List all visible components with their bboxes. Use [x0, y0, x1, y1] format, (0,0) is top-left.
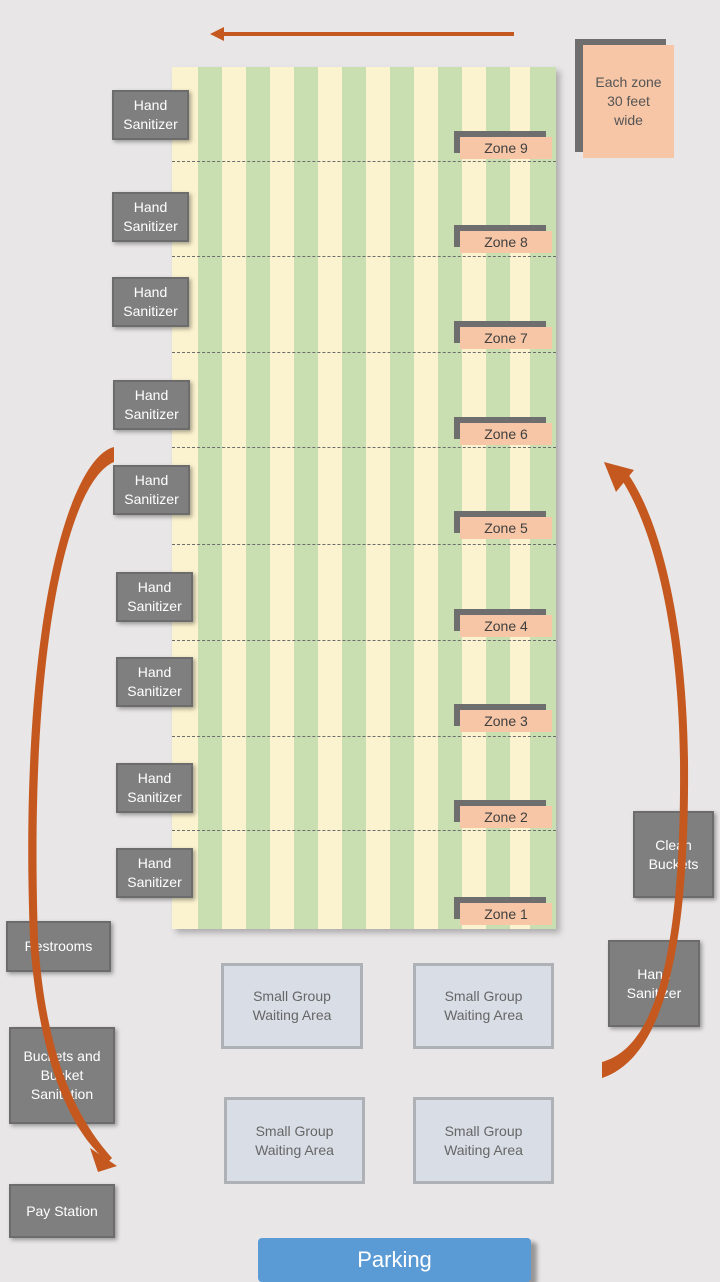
zone-4-label: Zone 4: [460, 615, 552, 637]
waiting-area: Small Group Waiting Area: [413, 1097, 554, 1184]
zone-5-label: Zone 5: [460, 517, 552, 539]
top-direction-arrow: [210, 27, 514, 41]
hand-sanitizer-station: Hand Sanitizer: [116, 657, 193, 707]
left-flow-arrow: [28, 447, 117, 1172]
hand-sanitizer-station: Hand Sanitizer: [116, 572, 193, 622]
zone-divider: [172, 736, 556, 737]
hand-sanitizer-station: Hand Sanitizer: [112, 192, 189, 242]
hand-sanitizer-station: Hand Sanitizer: [113, 465, 190, 515]
parking: Parking: [258, 1238, 531, 1282]
zone-3-label: Zone 3: [460, 710, 552, 732]
waiting-area: Small Group Waiting Area: [413, 963, 554, 1049]
zone-2-label: Zone 2: [460, 806, 552, 828]
zone-divider: [172, 830, 556, 831]
restrooms: Restrooms: [6, 921, 111, 972]
zone-divider: [172, 544, 556, 545]
zone-divider: [172, 256, 556, 257]
waiting-area: Small Group Waiting Area: [224, 1097, 365, 1184]
zone-9-label: Zone 9: [460, 137, 552, 159]
pay-station: Pay Station: [9, 1184, 115, 1238]
hand-sanitizer-station: Hand Sanitizer: [112, 90, 189, 140]
zone-1-label: Zone 1: [460, 903, 552, 925]
zone-divider: [172, 640, 556, 641]
zone-8-label: Zone 8: [460, 231, 552, 253]
hand-sanitizer-station: Hand Sanitizer: [113, 380, 190, 430]
zone-6-label: Zone 6: [460, 423, 552, 445]
right-flow-arrow: [602, 462, 689, 1078]
zone-divider: [172, 447, 556, 448]
field-rows: [172, 67, 556, 929]
waiting-area: Small Group Waiting Area: [221, 963, 363, 1049]
hand-sanitizer-station: Hand Sanitizer: [116, 763, 193, 813]
clean-buckets-station: Clean Buckets: [633, 811, 714, 898]
zone-divider: [172, 352, 556, 353]
zone-7-label: Zone 7: [460, 327, 552, 349]
hand-sanitizer-station: Hand Sanitizer: [608, 940, 700, 1027]
hand-sanitizer-station: Hand Sanitizer: [112, 277, 189, 327]
zone-width-note: Each zone 30 feet wide: [583, 45, 674, 158]
zone-divider: [172, 161, 556, 162]
hand-sanitizer-station: Hand Sanitizer: [116, 848, 193, 898]
